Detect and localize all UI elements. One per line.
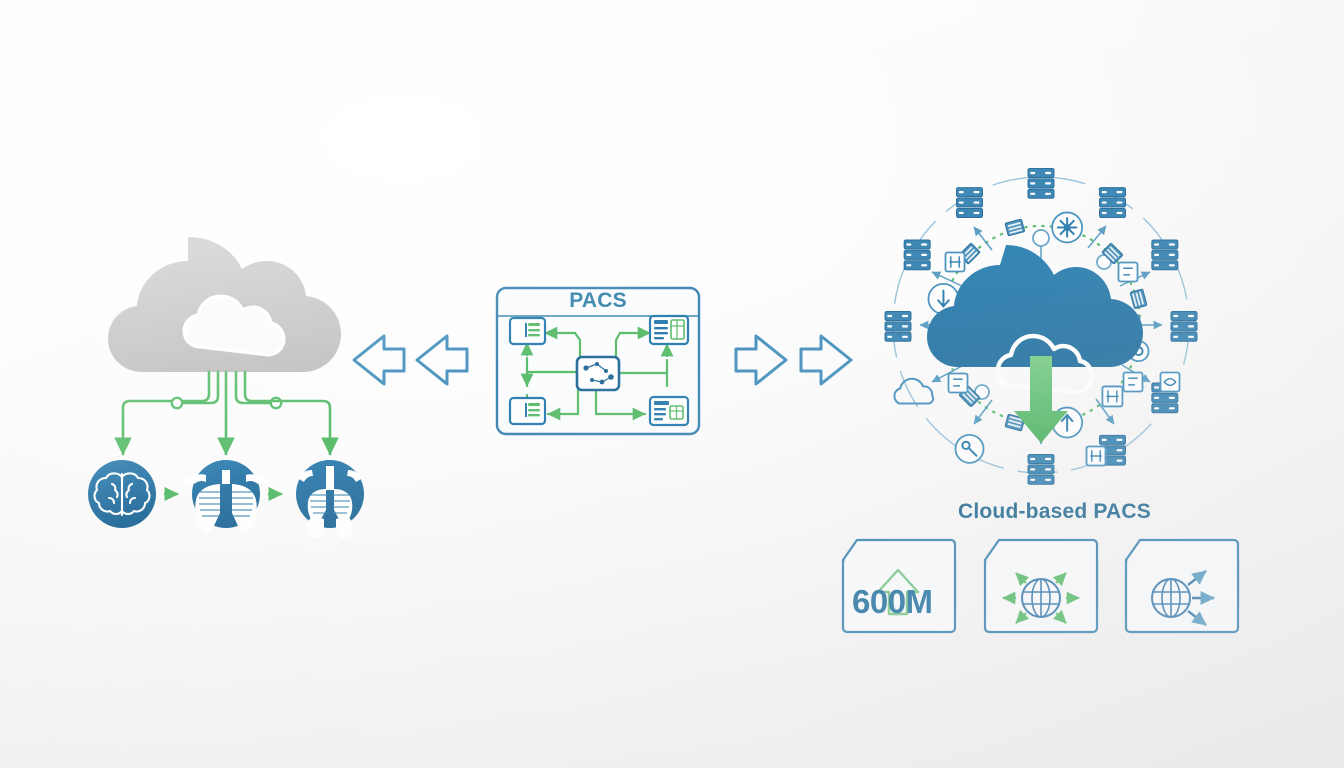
capacity-value: 600M [852, 583, 933, 620]
ring-detail-icon [1122, 371, 1144, 393]
server-rack-icon [1151, 239, 1179, 271]
right-arrow-1 [734, 334, 788, 386]
pacs-hub-node[interactable] [575, 355, 621, 392]
pacs-panel-title: PACS [569, 289, 627, 312]
ring-detail-icon [944, 251, 966, 273]
left-arrow-2 [415, 334, 469, 386]
cloud-based-pacs-label: Cloud-based PACS [958, 500, 1151, 523]
capacity-box[interactable] [841, 538, 957, 634]
left-arrow-1 [352, 334, 406, 386]
feature-boxes [841, 538, 1240, 634]
pacs-panel[interactable] [495, 286, 701, 436]
pacs-node-bottom-right[interactable] [648, 395, 690, 427]
server-rack-icon [884, 311, 912, 342]
cloud-download-icon [927, 245, 1143, 443]
global-distribution-box[interactable] [983, 538, 1099, 634]
wrench-circle-icon [954, 433, 985, 464]
pacs-node-top-right[interactable] [648, 314, 690, 346]
down-arrow-icon [1014, 356, 1068, 443]
server-rack-icon [903, 239, 931, 271]
chest-xray-icon[interactable] [184, 460, 268, 533]
pacs-node-bottom-left[interactable] [508, 396, 547, 426]
ring-detail-icon [1159, 371, 1181, 393]
server-rack-icon [1101, 243, 1123, 265]
modality-icons-group [88, 460, 364, 539]
source-cloud-icon [108, 237, 341, 372]
up-arrow-outline-icon [876, 568, 920, 616]
ring-detail-icon [1085, 445, 1107, 467]
circuit-connector-lines [114, 370, 339, 456]
server-rack-icon [1004, 413, 1025, 432]
rightward-flow-arrows [734, 334, 853, 386]
globe-arrow-icon [1151, 570, 1215, 626]
server-rack-icon [1129, 288, 1148, 309]
global-delivery-box[interactable] [1124, 538, 1240, 634]
server-rack-icon [1004, 218, 1025, 237]
right-arrow-2 [799, 334, 853, 386]
ring-detail-icon [947, 372, 969, 394]
server-rack-icon [1027, 168, 1055, 199]
server-rack-icon [1099, 187, 1126, 218]
brain-scan-icon[interactable] [88, 460, 156, 528]
pacs-node-top-left[interactable] [508, 316, 547, 346]
asterisk-circle-icon [1051, 211, 1084, 244]
skeleton-pelvis-xray-icon[interactable] [296, 460, 364, 539]
ring-node-group [884, 168, 1198, 485]
globe-multi-arrow-icon [1002, 572, 1080, 624]
ring-detail-icon [1117, 261, 1139, 283]
server-rack-icon [1027, 454, 1055, 485]
leftward-flow-arrows [352, 334, 469, 386]
server-rack-icon [956, 187, 983, 218]
server-rack-icon [1170, 311, 1198, 342]
cloud-outline-icon [893, 377, 935, 405]
circuit-chip-icon [1101, 385, 1124, 408]
